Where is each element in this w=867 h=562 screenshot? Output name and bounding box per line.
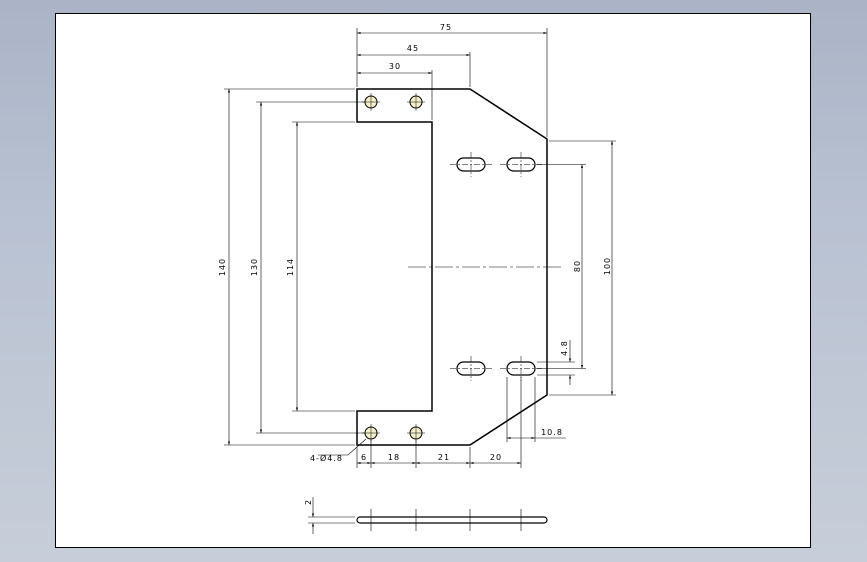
hole-callout: 4-Ø4.8 [310, 453, 343, 463]
drawing-sheet [55, 13, 811, 548]
dim-10-8: 10.8 [541, 428, 563, 437]
dim-30: 30 [389, 62, 401, 71]
dim-130: 130 [250, 258, 259, 276]
slot-group [456, 157, 536, 376]
dim-20: 20 [490, 453, 502, 462]
dim-45: 45 [407, 44, 419, 53]
dim-21: 21 [438, 453, 450, 462]
dimension-lines [224, 28, 616, 468]
dim-6: 6 [361, 453, 367, 462]
dim-2: 2 [304, 499, 313, 505]
dim-114: 114 [286, 258, 295, 276]
dim-18: 18 [388, 453, 400, 462]
hole-group [364, 95, 423, 440]
dim-75: 75 [440, 23, 452, 32]
hole-centerlines [362, 93, 425, 442]
dim-4-8: 4.8 [560, 340, 569, 356]
dim-80: 80 [573, 260, 582, 272]
part-outline [356, 88, 548, 446]
slot-centerlines [450, 152, 542, 381]
side-view [308, 497, 548, 534]
dim-100: 100 [603, 257, 612, 275]
dim-140: 140 [218, 258, 227, 276]
